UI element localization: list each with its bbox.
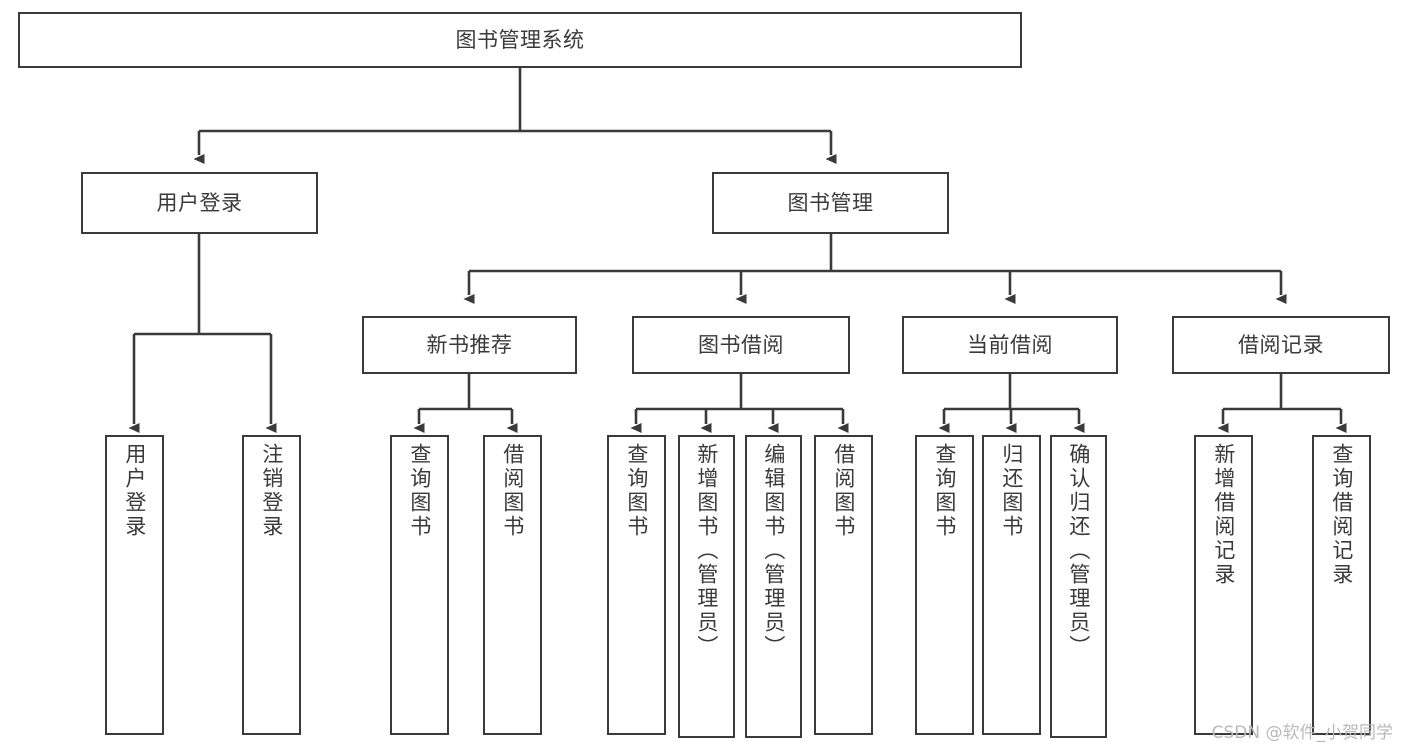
node-leaf-edit-book-admin[interactable]: 编辑图书（管理员） bbox=[745, 435, 802, 738]
node-leaf-query-book-current[interactable]: 查询图书 bbox=[915, 435, 974, 735]
node-new-book-recommend[interactable]: 新书推荐 bbox=[362, 316, 577, 374]
node-leaf-add-borrow-record-label: 新增借阅记录 bbox=[1211, 443, 1236, 587]
node-current-borrow-label: 当前借阅 bbox=[967, 332, 1053, 357]
node-leaf-borrow-book[interactable]: 借阅图书 bbox=[814, 435, 873, 735]
node-leaf-borrow-book-new[interactable]: 借阅图书 bbox=[483, 435, 542, 735]
node-leaf-confirm-return-admin[interactable]: 确认归还（管理员） bbox=[1050, 435, 1107, 738]
node-root-label: 图书管理系统 bbox=[455, 27, 585, 52]
node-new-book-recommend-label: 新书推荐 bbox=[426, 332, 513, 357]
node-leaf-add-book-admin-label: 新增图书（管理员） bbox=[694, 443, 719, 659]
node-leaf-add-book-admin[interactable]: 新增图书（管理员） bbox=[678, 435, 735, 738]
node-leaf-query-borrow-record-label: 查询借阅记录 bbox=[1329, 443, 1354, 587]
node-leaf-logout[interactable]: 注销登录 bbox=[242, 435, 301, 735]
node-leaf-query-book-current-label: 查询图书 bbox=[932, 443, 957, 539]
node-leaf-user-login[interactable]: 用户登录 bbox=[105, 435, 164, 735]
node-leaf-borrow-book-new-label: 借阅图书 bbox=[500, 443, 525, 539]
watermark-text: CSDN @软件_小贺同学 bbox=[1211, 723, 1393, 743]
node-user-login[interactable]: 用户登录 bbox=[81, 172, 318, 234]
node-book-management[interactable]: 图书管理 bbox=[712, 172, 949, 234]
node-root[interactable]: 图书管理系统 bbox=[18, 12, 1022, 68]
node-leaf-return-book-label: 归还图书 bbox=[999, 443, 1024, 539]
node-leaf-query-book-borrow[interactable]: 查询图书 bbox=[607, 435, 666, 735]
node-leaf-borrow-book-label: 借阅图书 bbox=[831, 443, 856, 539]
node-leaf-user-login-label: 用户登录 bbox=[122, 443, 147, 539]
node-leaf-confirm-return-admin-label: 确认归还（管理员） bbox=[1066, 443, 1091, 659]
node-leaf-query-book-borrow-label: 查询图书 bbox=[624, 443, 649, 539]
node-book-management-label: 图书管理 bbox=[787, 190, 874, 215]
node-leaf-edit-book-admin-label: 编辑图书（管理员） bbox=[761, 443, 786, 659]
node-leaf-logout-label: 注销登录 bbox=[259, 443, 284, 539]
node-borrow-record-label: 借阅记录 bbox=[1238, 332, 1324, 357]
node-user-login-label: 用户登录 bbox=[156, 190, 243, 215]
node-leaf-add-borrow-record[interactable]: 新增借阅记录 bbox=[1194, 435, 1253, 735]
node-borrow-record[interactable]: 借阅记录 bbox=[1172, 316, 1390, 374]
node-book-borrow-label: 图书借阅 bbox=[698, 332, 784, 357]
node-leaf-return-book[interactable]: 归还图书 bbox=[982, 435, 1041, 735]
node-leaf-query-book-new-label: 查询图书 bbox=[407, 443, 432, 539]
node-book-borrow[interactable]: 图书借阅 bbox=[632, 316, 850, 374]
node-leaf-query-borrow-record[interactable]: 查询借阅记录 bbox=[1312, 435, 1371, 735]
node-current-borrow[interactable]: 当前借阅 bbox=[902, 316, 1118, 374]
node-leaf-query-book-new[interactable]: 查询图书 bbox=[390, 435, 449, 735]
